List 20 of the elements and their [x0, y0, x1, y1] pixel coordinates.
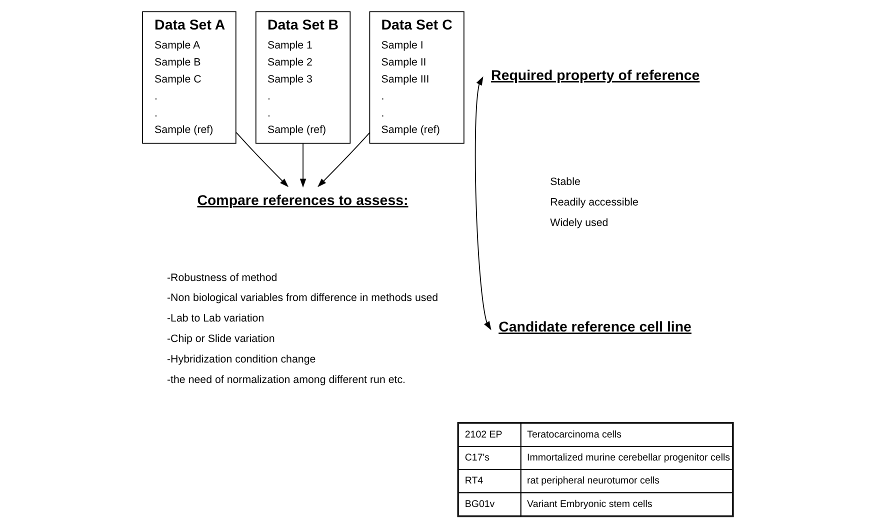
label: Variant Embryonic stem cells [526, 498, 652, 510]
label: BG01v [464, 498, 494, 510]
label: Stable [550, 176, 580, 188]
label: Immortalized murine cerebellar progenitor cells [526, 452, 730, 464]
node-text: Compare references to assess: [196, 192, 408, 209]
label: -Chip or Slide variation [166, 333, 274, 346]
label: -Non biological variables from difference in methods used [166, 292, 438, 304]
label: Widely used [550, 217, 608, 230]
node-text: Candidate reference cell line [498, 320, 691, 336]
label: 2102 EP [464, 429, 502, 440]
label: -Robustness of method [166, 272, 277, 284]
label: C17's [464, 452, 490, 464]
label: rat peripheral neurotumor cells [526, 476, 660, 487]
label: Readily accessible [550, 196, 638, 209]
label: Teratocarcinoma cells [526, 429, 622, 440]
label: -the need of normalization among different run etc. [166, 374, 406, 386]
label: -Hybridization condition change [166, 354, 316, 366]
label: RT4 [464, 476, 483, 487]
label: -Lab to Lab variation [166, 312, 264, 325]
node-text: Required property of reference [490, 68, 700, 84]
